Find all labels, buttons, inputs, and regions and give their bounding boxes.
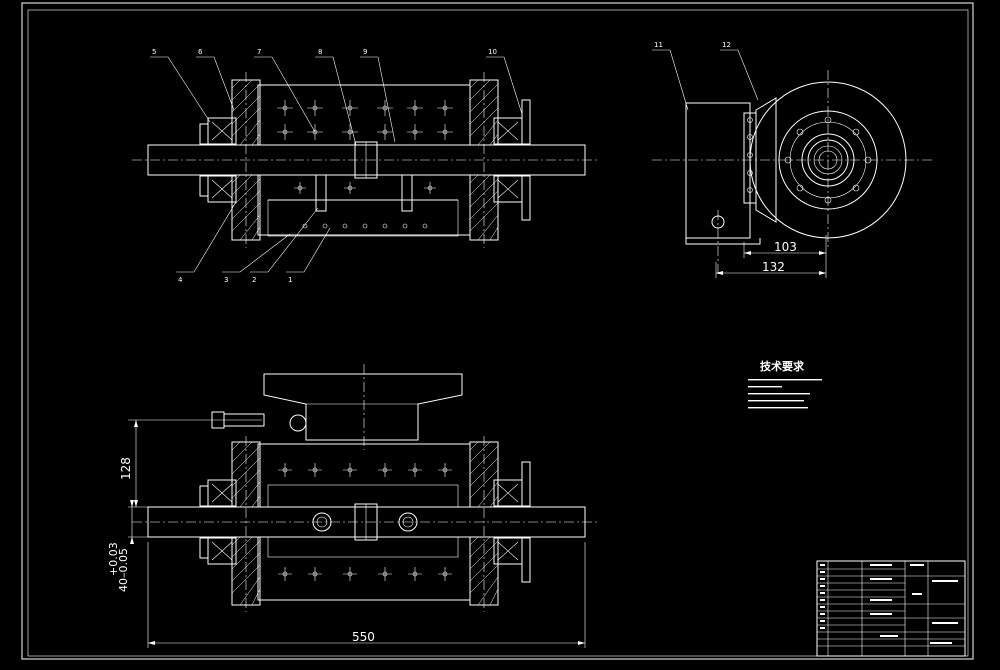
technical-requirements-title: 技术要求 [760,359,805,373]
balloon-12: 12 [722,41,731,49]
balloon-11: 11 [654,41,663,49]
plan-view [128,364,600,648]
balloon-2: 2 [252,276,256,284]
balloon-4: 4 [178,276,183,284]
dim-plan-bore: 40–0.05 [117,548,130,592]
drawing-frame [21,2,974,660]
dim-plan-length: 550 [352,630,375,644]
dim-plan-tolerance: +0.03 [107,542,120,576]
balloon-7: 7 [257,48,261,56]
dimension-labels: 103 132 128 +0.03 40–0.05 550 [107,240,797,644]
title-block [816,560,966,657]
balloon-5: 5 [152,48,156,56]
balloon-10: 10 [488,48,497,56]
balloon-9: 9 [363,48,367,56]
end-view [652,49,934,278]
balloon-8: 8 [318,48,322,56]
dim-end-outer: 132 [762,260,785,274]
balloon-labels: 5 6 7 8 9 10 4 3 2 1 11 12 [152,41,731,284]
balloon-3: 3 [224,276,228,284]
balloon-6: 6 [198,48,203,56]
dim-end-inner: 103 [774,240,797,254]
technical-requirements-lines [748,379,822,409]
front-section-view [132,56,600,273]
technical-requirements: 技术要求 [748,359,822,409]
balloon-1: 1 [288,276,292,284]
dim-plan-height: 128 [119,457,133,480]
